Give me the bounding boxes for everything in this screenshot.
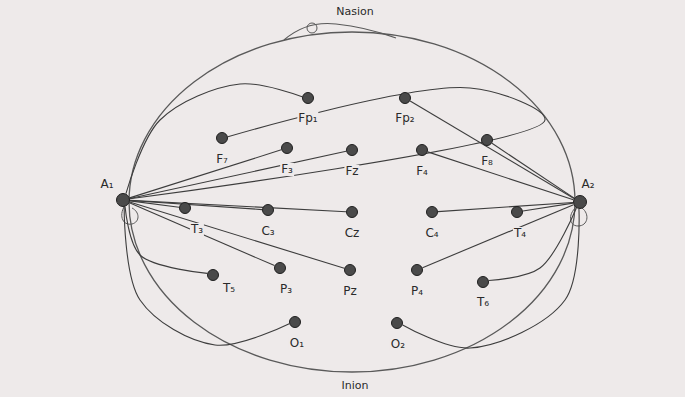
electrode-dot: T₃ <box>179 202 191 214</box>
label-holder: C₃ <box>260 221 275 239</box>
electrode-dot: F₄ <box>416 144 428 156</box>
nose-curl <box>307 23 317 33</box>
label-holder: C₄ <box>424 223 439 241</box>
label-holder: Fp₁ <box>297 108 318 126</box>
landmark-label: Nasion <box>334 5 375 18</box>
label-holder: F₈ <box>480 151 494 169</box>
electrode-label: P₄ <box>410 285 424 298</box>
electrode-dot: Fz <box>346 144 358 156</box>
electrode-label: F₈ <box>480 155 494 168</box>
electrode-label: O₂ <box>390 338 406 351</box>
label-holder: T₅ <box>222 278 236 296</box>
label-holder: F₄ <box>415 161 429 179</box>
label-holder: T₄ <box>513 223 527 241</box>
electrode-label: Fp₂ <box>394 112 415 125</box>
electrode-lead <box>126 84 302 194</box>
electrode-dot: O₂ <box>391 317 403 329</box>
electrode-label: Cz <box>344 227 361 240</box>
head-circle <box>129 32 575 372</box>
electrode-dot: T₆ <box>477 276 489 288</box>
label-holder: T₆ <box>476 292 490 310</box>
landmark-label: Inion <box>340 379 371 392</box>
electrode-lead <box>403 209 579 348</box>
electrode-label: T₃ <box>190 223 204 236</box>
label-holder: P₄ <box>410 281 424 299</box>
electrode-dot: T₅ <box>207 269 219 281</box>
electrode-lead <box>428 152 574 200</box>
electrode-dot: A₂ <box>573 195 587 209</box>
electrode-label: F₇ <box>215 153 229 166</box>
electrode-label: O₁ <box>289 337 305 350</box>
electrode-label: Fp₁ <box>297 112 318 125</box>
electrode-lead <box>492 143 574 198</box>
electrode-dot: A₁ <box>116 193 130 207</box>
electrode-lead <box>489 208 577 281</box>
label-holder: A₁ <box>99 174 114 192</box>
electrode-dot: C₄ <box>426 206 438 218</box>
electrode-dot: F₈ <box>481 134 493 146</box>
electrode-label: C₃ <box>260 225 275 238</box>
electrode-label: T₅ <box>222 282 236 295</box>
electrode-dot: P₃ <box>274 262 286 274</box>
label-holder: A₂ <box>580 174 595 192</box>
electrode-label: T₆ <box>476 296 490 309</box>
label-holder: F₇ <box>215 149 229 167</box>
nose-outline <box>284 24 396 40</box>
label-holder: P₃ <box>279 279 293 297</box>
electrode-dot: Pz <box>344 264 356 276</box>
label-holder: Pz <box>342 281 358 299</box>
electrode-dot: Fp₁ <box>302 92 314 104</box>
electrode-dot: P₄ <box>411 264 423 276</box>
label-holder: F₃ <box>280 159 294 177</box>
electrode-lead <box>130 88 545 199</box>
electrode-label: F₃ <box>280 163 294 176</box>
label-holder: O₂ <box>390 334 406 352</box>
electrode-lead <box>125 207 207 274</box>
electrode-dot: T₄ <box>511 206 523 218</box>
electrode-lead <box>130 151 346 198</box>
label-holder: Fp₂ <box>394 108 415 126</box>
electrode-lead <box>410 101 574 198</box>
electrode-dot: Cz <box>346 206 358 218</box>
label-holder: O₁ <box>289 333 305 351</box>
electrode-lead <box>130 200 346 211</box>
label-holder: Cz <box>344 223 361 241</box>
electrode-lead <box>129 203 274 266</box>
electrode-label: Pz <box>342 285 358 298</box>
electrode-label: P₃ <box>279 283 293 296</box>
electrode-lead <box>124 207 289 345</box>
electrode-label: C₄ <box>424 227 439 240</box>
label-holder: Fz <box>344 161 359 179</box>
electrode-lead <box>423 205 574 268</box>
electrode-label: A₂ <box>580 178 595 191</box>
electrode-dot: F₇ <box>216 132 228 144</box>
electrode-lead <box>523 203 573 211</box>
electrode-dot: C₃ <box>262 204 274 216</box>
electrode-lead <box>438 202 573 211</box>
electrode-dot: O₁ <box>289 316 301 328</box>
electrode-lead <box>130 202 345 268</box>
electrode-label: F₄ <box>415 165 429 178</box>
label-holder: T₃ <box>190 219 204 237</box>
electrode-dot: Fp₂ <box>399 92 411 104</box>
electrode-label: A₁ <box>99 178 114 191</box>
electrode-label: Fz <box>344 165 359 178</box>
electrode-label: T₄ <box>513 227 527 240</box>
electrode-dot: F₃ <box>281 142 293 154</box>
electrode-lead <box>130 150 282 198</box>
